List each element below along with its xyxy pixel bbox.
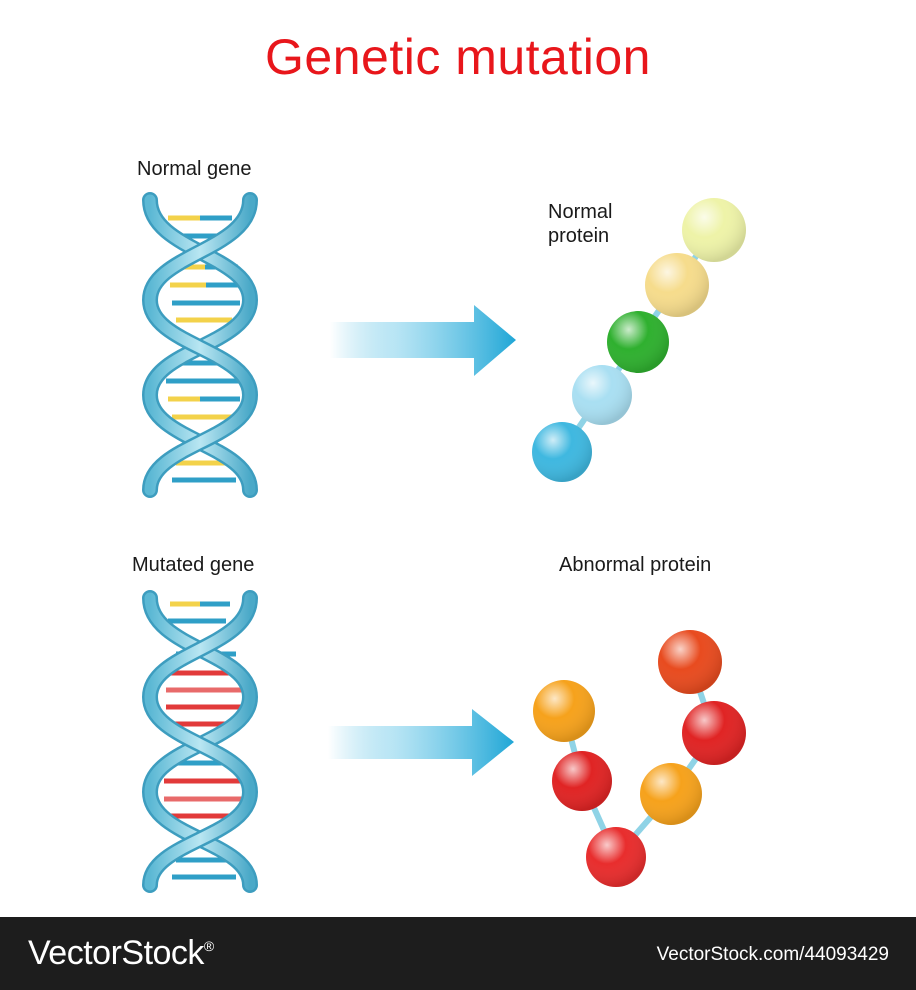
normal-protein-label: Normal protein [548, 201, 613, 247]
abnormal-bead [658, 630, 722, 694]
watermark-footer: VectorStock® VectorStock.com/44093429 [0, 917, 916, 990]
abnormal-bead [586, 827, 646, 887]
abnormal-bead [552, 751, 612, 811]
mutated-dna-helix [141, 590, 259, 893]
abnormal-protein-label: Abnormal protein [559, 554, 712, 576]
normal-bead [572, 365, 632, 425]
abnormal-bead [640, 763, 702, 825]
abnormal-bead [682, 701, 746, 765]
abnormal-bead [533, 680, 595, 742]
normal-bead [645, 253, 709, 317]
normal-gene-label: Normal gene [137, 158, 252, 180]
watermark-image-id: VectorStock.com/44093429 [656, 944, 889, 965]
mutated-arrow [328, 709, 514, 776]
normal-bead [682, 198, 746, 262]
normal-protein-chain [532, 198, 746, 482]
normal-bead [607, 311, 669, 373]
abnormal-protein-chain [533, 630, 746, 887]
watermark-brand: VectorStock® [28, 934, 214, 972]
page-title: Genetic mutation [265, 29, 651, 85]
normal-bead [532, 422, 592, 482]
mutated-gene-label: Mutated gene [132, 554, 255, 576]
normal-arrow [330, 305, 516, 376]
normal-dna-helix [141, 192, 259, 498]
diagram-canvas [141, 192, 746, 893]
